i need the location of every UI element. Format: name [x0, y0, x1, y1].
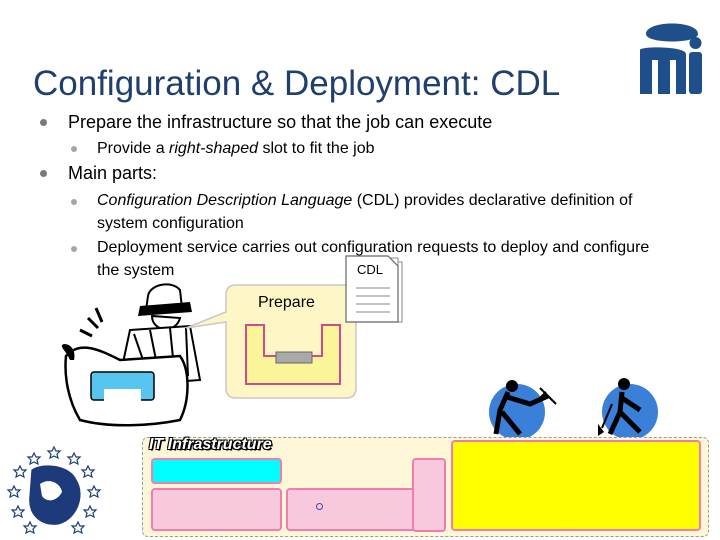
worker-with-pickaxe-icon — [486, 380, 557, 440]
pink-resource-block-left — [151, 488, 282, 531]
cdl-document-label: CDL — [357, 262, 384, 277]
eu-stars-globe-icon — [6, 445, 102, 535]
pink-resource-block-notch — [412, 458, 446, 532]
cdl-document-icon — [345, 255, 403, 323]
bullet-2: Main parts: — [68, 163, 158, 183]
prepare-callout — [185, 284, 357, 399]
worker-with-shovel-icon — [598, 378, 664, 440]
slide-title: Configuration & Deployment: CDL — [33, 64, 561, 103]
bullet-1-sub-1: Provide a right-shaped slot to fit the j… — [97, 140, 375, 157]
bullet-dot — [40, 170, 47, 177]
prepare-label: Prepare — [258, 294, 315, 311]
bullet-dot — [71, 246, 77, 252]
bullet-2-sub-1: Configuration Description Language (CDL)… — [97, 192, 633, 232]
yellow-resource-block — [451, 440, 701, 531]
worker-with-blueprint-icon — [61, 283, 202, 427]
it-infrastructure-label: IT Infrastructure — [149, 436, 272, 453]
target-marker-icon — [316, 503, 323, 510]
bullet-dot — [71, 146, 77, 152]
bullet-dot — [40, 119, 47, 126]
mii-logo-icon — [640, 23, 702, 94]
bullet-2-sub-2: Deployment service carries out configura… — [97, 239, 650, 279]
bullet-dot — [71, 199, 77, 205]
bullet-list: Prepare the infrastructure so that the j… — [40, 112, 650, 279]
bullet-1: Prepare the infrastructure so that the j… — [68, 112, 493, 132]
cyan-resource-block — [151, 458, 282, 484]
